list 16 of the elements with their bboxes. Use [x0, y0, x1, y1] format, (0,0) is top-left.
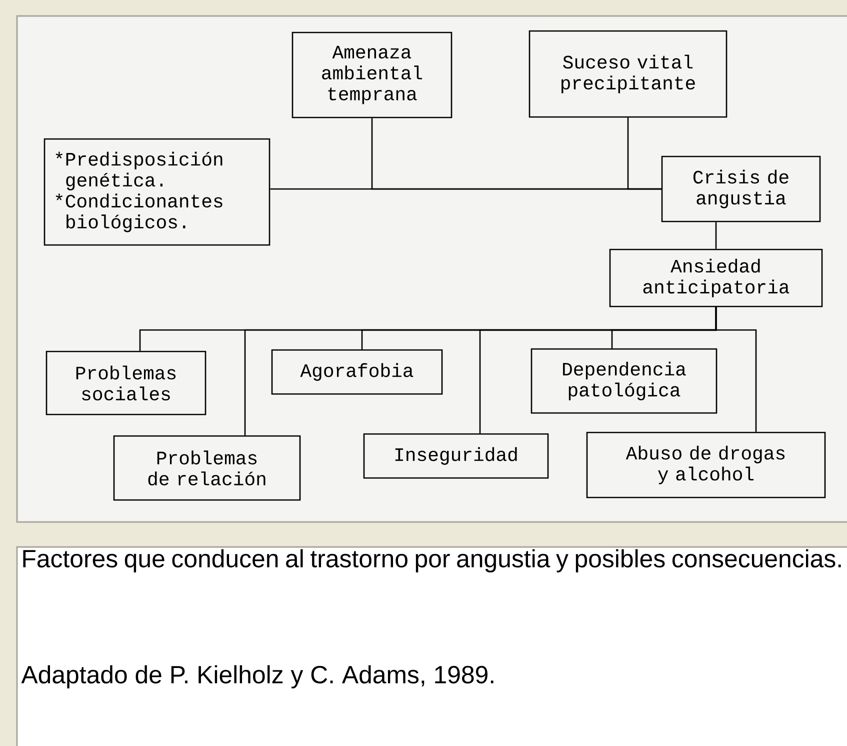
text-box: Abuso de drogas y alcohol — [586, 432, 826, 498]
connector-line — [270, 188, 662, 190]
text-box: Amenaza ambiental temprana — [292, 32, 452, 118]
text-box: *Predisposición genética. *Condicionantes biológicos. — [44, 138, 270, 246]
text-box: Dependencia patológica — [530, 348, 718, 414]
connector-line — [715, 307, 757, 432]
caption: Factores que conducen al trastorno por angustia y posibles consecuencias. — [23, 549, 841, 572]
connector-line — [715, 222, 717, 249]
text-box: Inseguridad — [363, 433, 549, 479]
text-box: Problemas de relación — [113, 435, 301, 501]
text-box: Problemas sociales — [46, 350, 206, 416]
text-box: Suceso vital precipitante — [528, 30, 728, 118]
text-box: Crisis de angustia — [661, 156, 821, 222]
text-box: Agorafobia — [271, 349, 443, 395]
text-box: Ansiedad anticipatoria — [609, 248, 823, 308]
source-note: Adaptado de P. Kielholz y C. Adams, 1989. — [21, 665, 494, 688]
